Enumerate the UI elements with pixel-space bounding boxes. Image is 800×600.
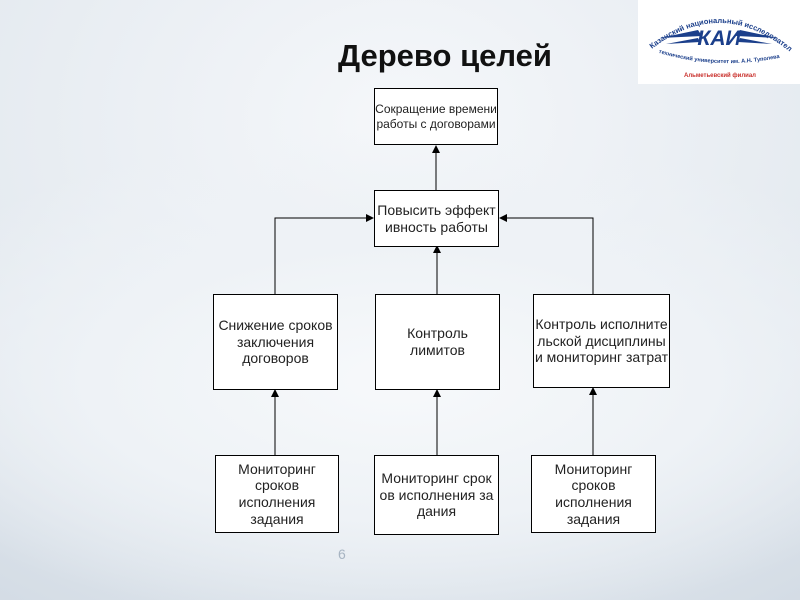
root-goal-label: Сокращение времени работы с договорами — [375, 102, 497, 131]
subgoal-box-left: Снижение сроков заключения договоров — [213, 294, 338, 390]
main-goal-label: Повысить эффективность работы — [377, 201, 496, 235]
main-goal-box: Повысить эффективность работы — [374, 190, 499, 247]
slide-title: Дерево целей — [338, 38, 552, 73]
subgoal-box-center: Контроль лимитов — [375, 294, 500, 390]
subgoal-label-right: Контроль исполнительской дисциплины и мо… — [534, 316, 669, 366]
subgoal-label-left: Снижение сроков заключения договоров — [218, 317, 333, 367]
task-box-right: Мониторинг сроков исполнения задания — [531, 455, 656, 533]
root-goal-box: Сокращение времени работы с договорами — [374, 88, 498, 145]
kai-logo: Казанский национальный исследовательский… — [638, 0, 800, 84]
arrow-left-to-goal — [274, 214, 374, 294]
task-box-left: Мониторинг сроков исполнения задания — [215, 455, 339, 533]
logo-branch-text: Альметьевский филиал — [684, 72, 756, 79]
task-label-left: Мониторинг сроков исполнения задания — [238, 460, 316, 527]
task-label-center: Мониторинг сроков исполнения задания — [379, 470, 494, 520]
logo-brand-text: КАИ — [697, 27, 741, 50]
subgoal-box-right: Контроль исполнительской дисциплины и мо… — [533, 294, 670, 388]
task-box-center: Мониторинг сроков исполнения задания — [374, 455, 499, 535]
arrow-right-to-goal — [499, 214, 594, 294]
subgoal-label-center: Контроль лимитов — [407, 325, 468, 358]
task-label-right: Мониторинг сроков исполнения задания — [554, 460, 633, 527]
page-number: 6 — [338, 546, 346, 562]
kai-emblem-icon: Казанский национальный исследовательский… — [638, 0, 794, 79]
